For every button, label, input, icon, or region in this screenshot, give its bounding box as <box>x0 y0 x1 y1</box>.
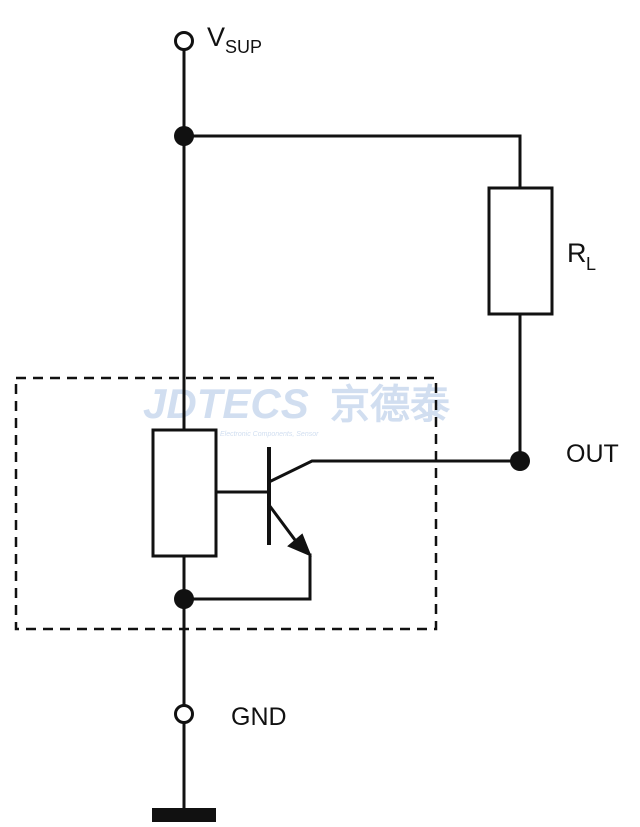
load-top-wire <box>182 134 522 190</box>
vsup-label-main: V <box>207 22 225 52</box>
rl-label-sub: L <box>586 254 596 274</box>
junction-out <box>510 451 530 471</box>
gnd-terminal <box>174 704 194 724</box>
emitter-arrow <box>287 533 312 557</box>
junction-top <box>174 126 194 146</box>
ground-symbol <box>152 808 216 822</box>
watermark-tagline: Electronic Components, Sensor <box>220 431 319 438</box>
emitter-return-wire <box>182 553 312 601</box>
vsup-terminal <box>174 31 194 51</box>
rl-label-main: R <box>567 238 587 268</box>
load-resistor <box>487 186 554 316</box>
gnd-label: GND <box>231 703 287 731</box>
junction-ground <box>174 589 194 609</box>
watermark: JDTECS 京德泰 Electronic Components, Sensor <box>143 380 451 438</box>
watermark-chinese: 京德泰 <box>330 382 451 428</box>
collector-wire <box>266 459 522 485</box>
out-label: OUT <box>566 440 619 468</box>
watermark-brand: JDTECS <box>143 380 309 427</box>
vsup-label-sub: SUP <box>225 37 262 57</box>
emitter-wire <box>266 502 301 547</box>
vsup-label: V SUP <box>207 22 262 57</box>
sensor-boundary-box <box>14 376 438 631</box>
sensor-element <box>151 428 218 558</box>
rl-label: R L <box>567 238 596 274</box>
